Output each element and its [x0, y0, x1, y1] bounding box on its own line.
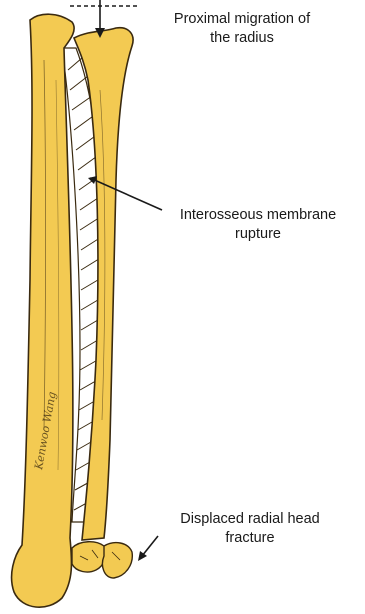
- label-proximal-migration-line-1: Proximal migration of: [146, 10, 338, 29]
- label-radial-head-fracture: Displaced radial head fracture: [160, 510, 340, 548]
- radial-head-fracture: [72, 542, 132, 578]
- label-radial-head-fracture-line-1: Displaced radial head: [160, 510, 340, 529]
- label-radial-head-fracture-line-2: fracture: [160, 529, 340, 548]
- label-interosseous-membrane-line-1: Interosseous membrane: [152, 206, 364, 225]
- fracture-leader-line: [142, 536, 158, 556]
- label-interosseous-membrane: Interosseous membrane rupture: [152, 206, 364, 244]
- label-proximal-migration: Proximal migration of the radius: [146, 10, 338, 48]
- label-proximal-migration-line-2: the radius: [146, 29, 338, 48]
- ulna-bone: [12, 14, 75, 607]
- label-interosseous-membrane-line-2: rupture: [152, 225, 364, 244]
